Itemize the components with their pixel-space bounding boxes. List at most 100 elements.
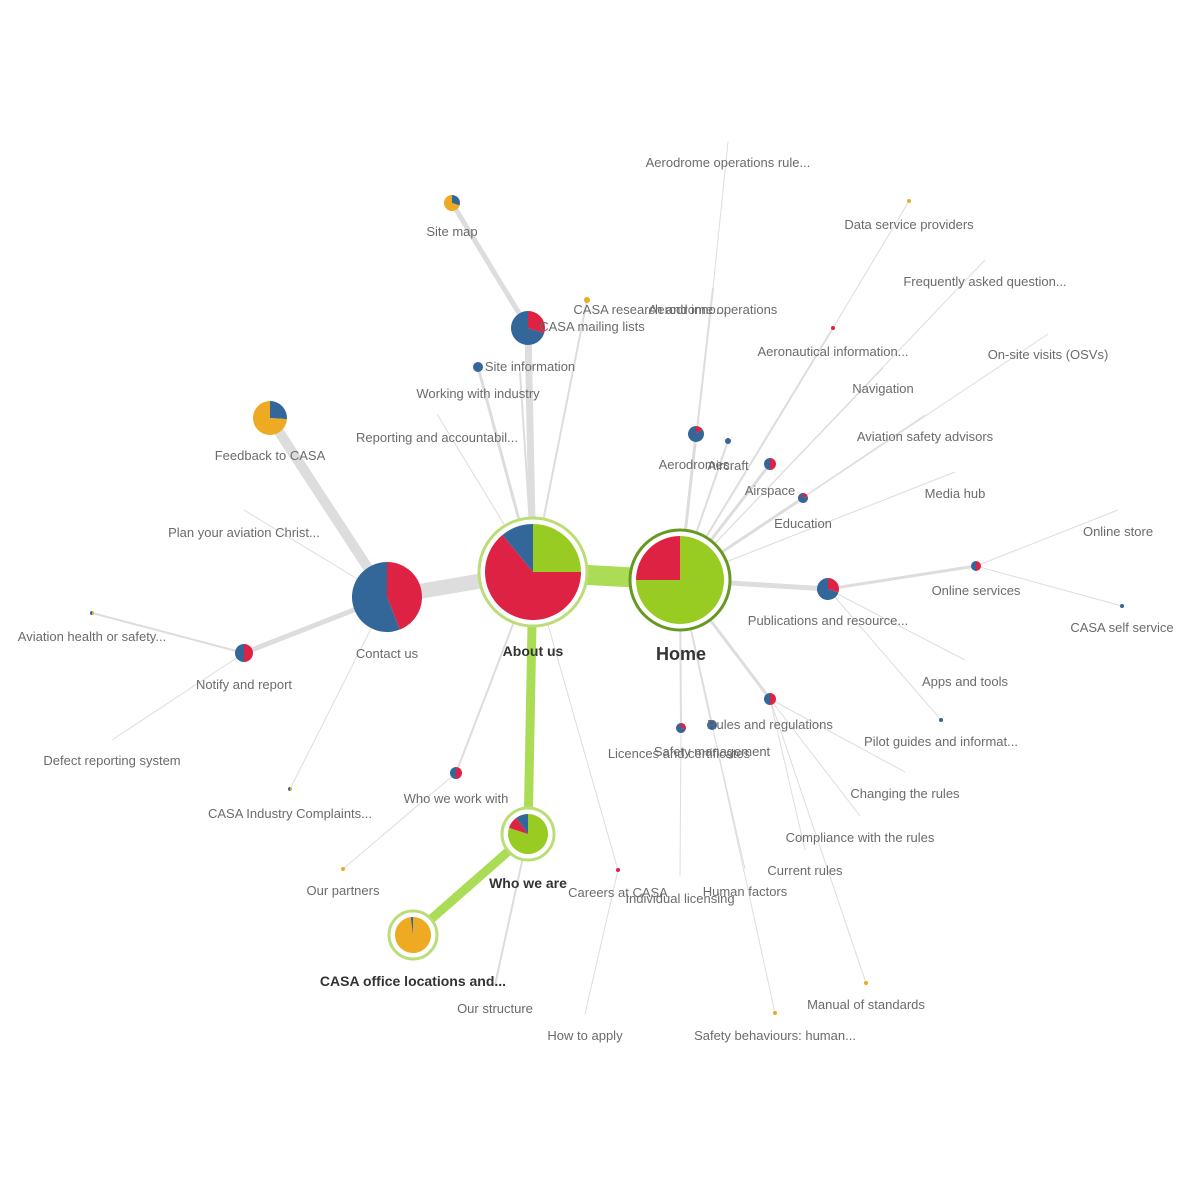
pie-slice-notify-1 [235,644,244,662]
node-notify[interactable] [235,644,253,662]
node-label-planxmas[interactable]: Plan your aviation Christ... [168,525,320,540]
node-label-manual[interactable]: Manual of standards [807,997,925,1012]
node-pilotguides[interactable] [939,718,943,722]
node-label-rulesregs[interactable]: Rules and regulations [707,717,833,732]
node-airspace[interactable] [764,458,776,470]
node-home[interactable] [628,528,732,632]
node-dataservice[interactable] [907,199,911,203]
node-label-pilotguides[interactable]: Pilot guides and informat... [864,734,1018,749]
node-publications[interactable] [816,578,839,600]
node-label-aeroops[interactable]: Aerodrome operations [649,302,778,317]
node-manual[interactable] [864,981,868,985]
node-offices[interactable] [387,909,439,961]
node-sitemap[interactable] [444,195,461,211]
node-label-safetymgmt[interactable]: Safety management [654,744,771,759]
pie-slice-siteinfo-0 [473,362,483,372]
pie-slice-whowework-1 [450,767,456,779]
node-label-careers[interactable]: Careers at CASA [568,885,668,900]
node-licences[interactable] [676,723,687,733]
node-siteinfo[interactable] [473,362,483,372]
node-label-feedback[interactable]: Feedback to CASA [215,448,326,463]
node-aeroinfo[interactable] [831,326,835,330]
node-label-home[interactable]: Home [656,644,706,664]
node-label-aerorules[interactable]: Aerodrome operations rule... [646,155,811,170]
node-label-airspace[interactable]: Airspace [745,483,796,498]
node-label-sitemap[interactable]: Site map [426,224,477,239]
node-mailing[interactable] [511,311,546,345]
node-research[interactable] [584,297,590,303]
node-label-avhealth[interactable]: Aviation health or safety... [18,629,166,644]
pie-slice-whoweare-0 [508,814,549,854]
node-label-mailing[interactable]: CASA mailing lists [539,319,645,334]
node-label-mediahub[interactable]: Media hub [925,486,986,501]
node-label-howtoapply[interactable]: How to apply [547,1028,623,1043]
node-label-licences[interactable]: Licences and certificates [608,746,751,761]
node-label-research[interactable]: CASA research and inno... [573,302,726,317]
node-label-faq[interactable]: Frequently asked question... [903,274,1066,289]
node-label-casaself[interactable]: CASA self service [1070,620,1173,635]
pie-slice-rulesregs-0 [770,693,776,705]
node-label-education[interactable]: Education [774,516,832,531]
pie-slice-dataservice-0 [907,199,911,203]
node-whowework[interactable] [450,767,462,779]
node-safetybeh[interactable] [773,1011,777,1015]
node-contact[interactable] [351,562,422,632]
link-whowework-partners [342,772,457,870]
node-whoweare[interactable] [500,806,556,862]
node-label-aeroinfo[interactable]: Aeronautical information... [757,344,908,359]
node-avhealth[interactable] [90,611,94,615]
node-careers[interactable] [616,868,620,872]
pie-slice-airspace-0 [770,458,776,470]
node-label-humanfactors[interactable]: Human factors [703,884,788,899]
node-onlineserv[interactable] [971,561,981,571]
node-label-onlineserv[interactable]: Online services [932,583,1021,598]
node-label-currentrules[interactable]: Current rules [767,863,843,878]
node-partners[interactable] [341,867,345,871]
node-label-defect[interactable]: Defect reporting system [43,753,180,768]
node-label-offices[interactable]: CASA office locations and... [320,973,506,989]
node-feedback[interactable] [253,401,288,435]
pie-slice-aeroinfo-0 [831,326,835,330]
node-label-whoweare[interactable]: Who we are [489,875,567,891]
node-label-publications[interactable]: Publications and resource... [748,613,908,628]
node-rulesregs[interactable] [764,693,776,705]
pie-slice-notify-0 [244,644,253,662]
node-label-changing[interactable]: Changing the rules [850,786,960,801]
pie-slice-licences-0 [681,723,687,730]
node-label-structure[interactable]: Our structure [457,1001,533,1016]
node-about[interactable] [477,516,589,628]
node-aerodromes[interactable] [687,426,704,442]
node-label-notify[interactable]: Notify and report [196,677,292,692]
pie-slice-pilotguides-0 [939,718,943,722]
node-casaself[interactable] [1120,604,1124,608]
node-label-contact[interactable]: Contact us [356,646,419,661]
node-label-onlinestore[interactable]: Online store [1083,524,1153,539]
node-label-whowework[interactable]: Who we work with [404,791,509,806]
pie-slice-research-0 [584,297,590,303]
node-label-siteinfo[interactable]: Site information [485,359,575,374]
node-label-compliance[interactable]: Compliance with the rules [786,830,935,845]
node-label-aircraft[interactable]: Aircraft [707,458,749,473]
node-label-osv[interactable]: On-site visits (OSVs) [988,347,1109,362]
node-education[interactable] [798,493,809,503]
node-label-partners[interactable]: Our partners [307,883,380,898]
node-label-about[interactable]: About us [503,643,564,659]
node-label-individual[interactable]: Individual licensing [625,891,734,906]
node-label-aerodromes[interactable]: Aerodromes [659,457,730,472]
pie-slice-aerodromes-0 [696,426,703,434]
pie-slice-complaints-1 [288,787,290,791]
pie-slice-publications-0 [828,578,839,593]
node-label-dataservice[interactable]: Data service providers [844,217,974,232]
node-label-safetybeh[interactable]: Safety behaviours: human... [694,1028,856,1043]
link-notify-avhealth [91,612,245,654]
node-aircraft[interactable] [725,438,731,444]
node-label-reporting[interactable]: Reporting and accountabil... [356,430,518,445]
node-label-navigation[interactable]: Navigation [852,381,913,396]
node-label-safetyadv[interactable]: Aviation safety advisors [857,429,994,444]
node-safetymgmt[interactable] [707,720,717,730]
node-label-workingind[interactable]: Working with industry [416,386,540,401]
link-aeroops-aerorules [712,141,729,289]
node-label-apps[interactable]: Apps and tools [922,674,1009,689]
node-complaints[interactable] [288,787,292,791]
node-label-complaints[interactable]: CASA Industry Complaints... [208,806,372,821]
